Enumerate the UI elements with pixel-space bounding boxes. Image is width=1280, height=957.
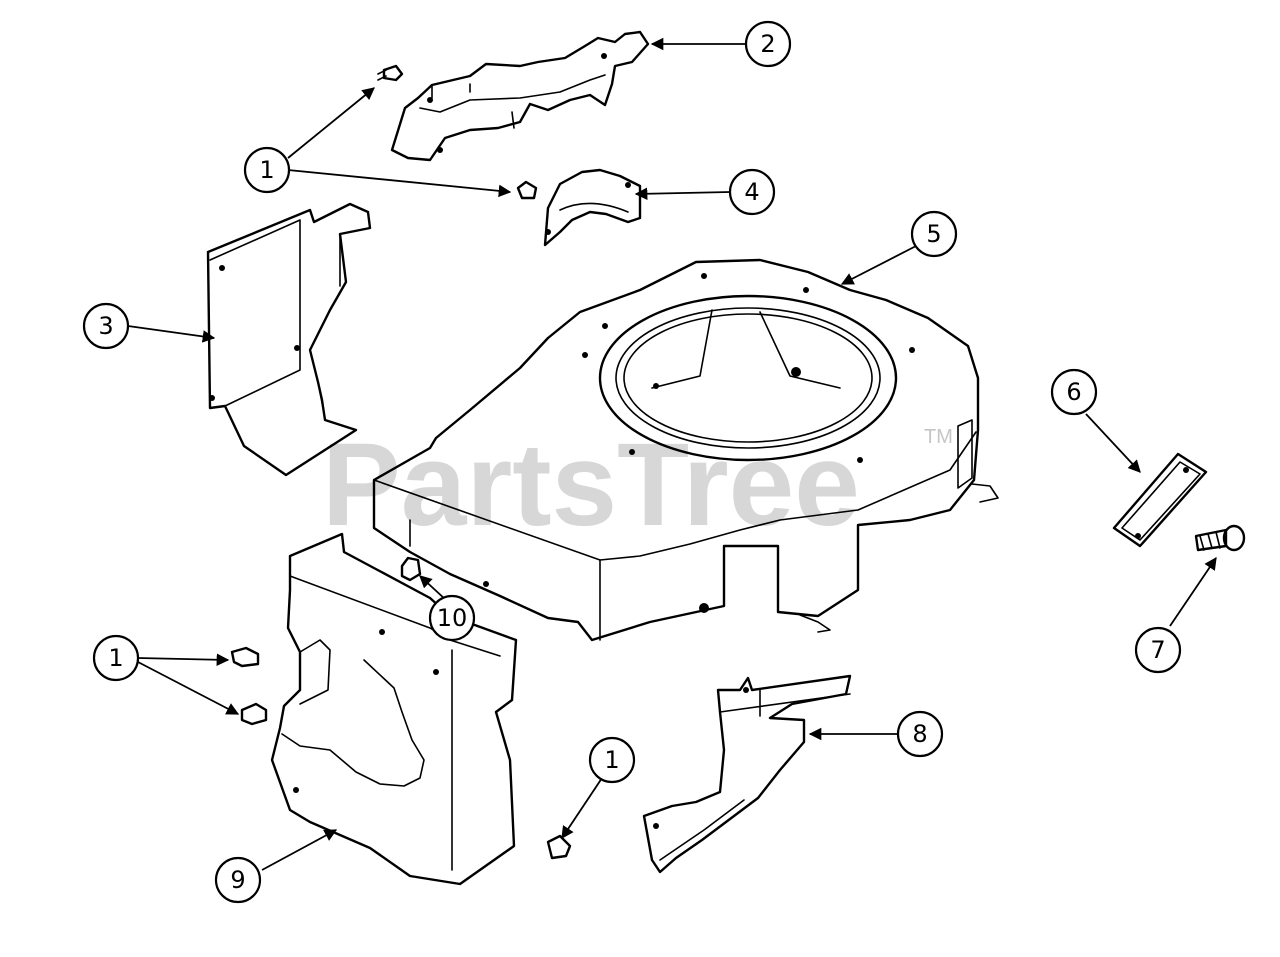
svg-text:2: 2 <box>760 30 775 58</box>
callout-9: 9 <box>214 856 262 904</box>
svg-text:8: 8 <box>912 720 927 748</box>
bolt-1-left-lower <box>240 702 268 726</box>
watermark-text: PartsTree <box>322 419 860 551</box>
callout-5: 5 <box>910 210 958 258</box>
bolt-1-top <box>377 64 404 82</box>
callout-10: 10 <box>428 594 476 642</box>
part-7-screw <box>1194 524 1246 552</box>
svg-text:1: 1 <box>108 644 123 672</box>
callout-6: 6 <box>1050 368 1098 416</box>
part-6-plate <box>1112 452 1208 548</box>
part-3-left-baffle <box>206 202 372 477</box>
part-8-lower-bracket <box>642 674 852 874</box>
svg-text:10: 10 <box>437 604 468 632</box>
svg-text:5: 5 <box>926 220 941 248</box>
svg-text:3: 3 <box>98 312 113 340</box>
watermark-trademark: TM <box>924 426 953 448</box>
bolt-1-middle <box>516 180 538 200</box>
callout-3: 3 <box>82 302 130 350</box>
part-2-bracket <box>390 30 650 162</box>
callout-8: 8 <box>896 710 944 758</box>
callout-1-left: 1 <box>92 634 140 682</box>
svg-text:7: 7 <box>1150 636 1165 664</box>
part-5-blower-housing <box>372 258 999 642</box>
svg-text:4: 4 <box>744 178 759 206</box>
callout-1-bottom: 1 <box>588 736 636 784</box>
bolt-1-left-upper <box>230 646 260 668</box>
part-10-nut <box>400 556 422 582</box>
svg-text:9: 9 <box>230 866 245 894</box>
leader-lines <box>127 37 1217 871</box>
svg-text:1: 1 <box>604 746 619 774</box>
bolt-1-bottom <box>546 834 572 860</box>
svg-text:6: 6 <box>1066 378 1081 406</box>
callout-1: 1 <box>243 146 291 194</box>
part-4-shroud-piece <box>543 168 642 247</box>
callout-2: 2 <box>744 20 792 68</box>
svg-text:1: 1 <box>259 156 274 184</box>
callout-4: 4 <box>728 168 776 216</box>
callout-7: 7 <box>1134 626 1182 674</box>
